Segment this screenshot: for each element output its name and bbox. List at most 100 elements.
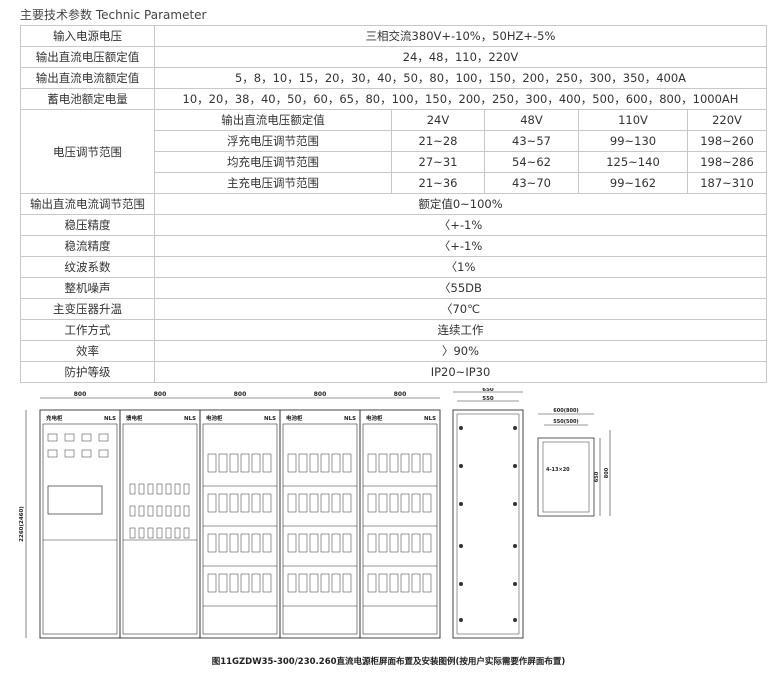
battery-cell: [320, 453, 330, 473]
table-row: 防护等级 IP20~IP30: [20, 361, 767, 383]
battery-cell: [287, 453, 297, 473]
dimension-label: 650: [482, 388, 494, 393]
battery-cell: [309, 533, 319, 553]
battery-cell: [367, 573, 377, 593]
battery-cell: [251, 573, 261, 593]
meter: [81, 449, 92, 458]
table-row: 输出直流电流调节范围 额定值0~100%: [20, 193, 767, 215]
battery-cell: [378, 533, 388, 553]
battery-cell: [422, 573, 432, 593]
battery-cell: [389, 453, 399, 473]
table-row: 稳流精度 〈+-1%: [20, 235, 767, 257]
height-label: 2260(2460): [19, 506, 25, 542]
voltage-cell: 21~36: [391, 172, 485, 194]
panel-tag: NLS: [104, 416, 116, 422]
table-row: 主充电压调节范围 21~36 43~70 99~162 187~310: [21, 172, 767, 194]
battery-cell: [207, 453, 217, 473]
battery-cell: [309, 573, 319, 593]
drawing-caption: 图11GZDW35-300/230.260直流电源柜屏面布置及安装图例(按用户实…: [211, 657, 566, 667]
panel-title: 电池柜: [206, 414, 223, 422]
battery-cell: [378, 453, 388, 473]
battery-cell: [229, 493, 239, 513]
row-value: 连续工作: [154, 319, 767, 341]
dimension-label: 800: [234, 391, 247, 398]
battery-cell: [298, 493, 308, 513]
feeder-breaker: [147, 483, 154, 495]
feeder-breaker: [138, 483, 145, 495]
battery-cell: [251, 533, 261, 553]
meter: [47, 449, 58, 458]
panel-title: 电池柜: [366, 414, 383, 422]
battery-cell: [287, 493, 297, 513]
feeder-breaker: [165, 483, 172, 495]
battery-cell: [240, 493, 250, 513]
dimension-label: 650: [594, 471, 600, 482]
battery-cell: [400, 493, 410, 513]
voltage-cell: 198~286: [687, 151, 767, 173]
dimension-label: 550(500): [553, 419, 578, 425]
voltage-header-cell: 24V: [391, 109, 485, 131]
voltage-cell: 浮充电压调节范围: [154, 130, 392, 152]
cabinet-outline: [279, 409, 361, 639]
battery-cell: [389, 573, 399, 593]
battery-cell: [367, 453, 377, 473]
side-bolt: [513, 582, 517, 586]
row-label: 稳压精度: [20, 214, 155, 236]
feeder-breaker: [147, 527, 154, 539]
battery-cell: [229, 573, 239, 593]
row-value: 24，48，110，220V: [154, 46, 767, 68]
battery-cell: [218, 493, 228, 513]
feeder-breaker: [174, 505, 181, 517]
battery-cell: [367, 533, 377, 553]
page-title: 主要技术参数 Technic Parameter: [20, 8, 207, 22]
battery-cell: [422, 533, 432, 553]
battery-cell: [218, 573, 228, 593]
battery-cell: [342, 533, 352, 553]
battery-cell: [411, 453, 421, 473]
cabinet-door: [42, 423, 118, 635]
table-row: 浮充电压调节范围 21~28 43~57 99~130 198~260: [21, 130, 767, 152]
row-value: 5，8，10，15，20，30，40，50，80，100，150，200，250…: [154, 67, 767, 89]
row-value: 10，20，38，40，50，60，65，80，100，150，200，250，…: [154, 88, 767, 110]
row-label: 稳流精度: [20, 235, 155, 257]
battery-cell: [320, 533, 330, 553]
row-value: 〉90%: [154, 340, 767, 362]
cabinet-outline: [199, 409, 281, 639]
battery-cell: [287, 573, 297, 593]
battery-cell: [411, 533, 421, 553]
cabinet-outline: [39, 409, 121, 639]
battery-cell: [207, 533, 217, 553]
side-view-outline: [452, 409, 524, 639]
voltage-header-cell: 220V: [687, 109, 767, 131]
cabinet-door: [362, 423, 438, 635]
panel-title: 充电柜: [46, 414, 63, 422]
voltage-range-label: 电压调节范围: [20, 109, 155, 194]
row-label: 主变压器升温: [20, 298, 155, 320]
side-bolt: [513, 502, 517, 506]
battery-cell: [207, 493, 217, 513]
table-row: 输入电源电压 三相交流380V+-10%，50HZ+-5%: [20, 25, 767, 47]
battery-cell: [320, 573, 330, 593]
battery-cell: [389, 533, 399, 553]
table-row: 纹波系数 〈1%: [20, 256, 767, 278]
table-row: 蓄电池额定电量 10，20，38，40，50，60，65，80，100，150，…: [20, 88, 767, 110]
base-plan-inner: [542, 441, 590, 513]
battery-cell: [240, 573, 250, 593]
battery-cell: [309, 453, 319, 473]
meter: [64, 433, 75, 442]
table-row: 效率 〉90%: [20, 340, 767, 362]
table-row: 工作方式 连续工作: [20, 319, 767, 341]
side-bolt: [459, 502, 463, 506]
side-view-inner: [456, 413, 520, 635]
battery-cell: [367, 493, 377, 513]
feeder-breaker: [129, 483, 136, 495]
table-row: 电压调节范围 输出直流电压额定值 24V 48V 110V 220V: [20, 109, 767, 194]
table-row: 输出直流电流额定值 5，8，10，15，20，30，40，50，80，100，1…: [20, 67, 767, 89]
battery-cell: [411, 573, 421, 593]
row-value: 〈70℃: [154, 298, 767, 320]
battery-cell: [422, 493, 432, 513]
dimension-label: 550: [482, 396, 494, 402]
feeder-breaker: [129, 527, 136, 539]
voltage-cell: 27~31: [391, 151, 485, 173]
battery-cell: [207, 573, 217, 593]
